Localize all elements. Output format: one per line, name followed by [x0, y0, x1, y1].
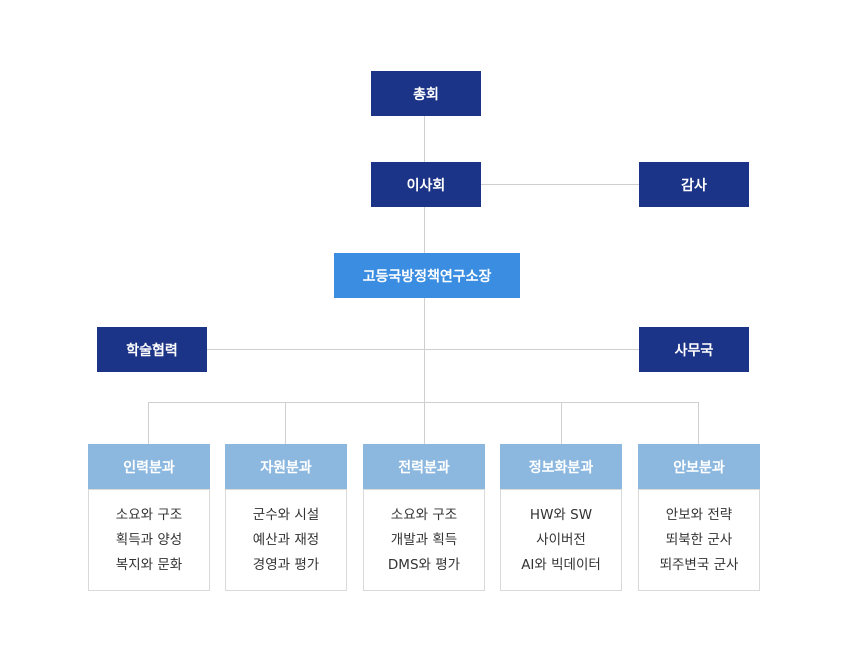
- division-item: 획득과 양성: [115, 531, 183, 548]
- board-box: 이사회: [371, 162, 481, 207]
- connector-board-president: [424, 207, 425, 253]
- division-item: 복지와 문화: [115, 556, 183, 573]
- academic-cooperation-label: 학술협력: [126, 342, 178, 359]
- division-item: 소요와 구조: [390, 506, 458, 523]
- division-name: 자원분과: [260, 459, 312, 476]
- division-body-forces: 소요와 구조 개발과 획득 DMS와 평가: [363, 489, 485, 591]
- division-item: 뙤북한 군사: [665, 531, 733, 548]
- president-label: 고등국방정책연구소장: [362, 268, 492, 285]
- division-body-resources: 군수와 시설 예산과 재정 경영과 평가: [225, 489, 347, 591]
- connector-division-4: [561, 402, 562, 444]
- connector-division-2: [285, 402, 286, 444]
- secretariat-box: 사무국: [639, 327, 749, 372]
- division-item: 예산과 재정: [252, 531, 320, 548]
- division-header-hr: 인력분과: [88, 444, 210, 489]
- auditor-label: 감사: [681, 177, 707, 194]
- secretariat-label: 사무국: [674, 342, 714, 359]
- division-body-hr: 소요와 구조 획득과 양성 복지와 문화: [88, 489, 210, 591]
- division-header-informatization: 정보화분과: [500, 444, 622, 489]
- division-item: 안보와 전략: [665, 506, 733, 523]
- division-header-forces: 전력분과: [363, 444, 485, 489]
- connector-board-auditor: [481, 184, 639, 185]
- connector-division-1: [148, 402, 149, 444]
- board-label: 이사회: [406, 177, 446, 194]
- division-name: 전력분과: [398, 459, 450, 476]
- division-item: 개발과 획득: [390, 531, 458, 548]
- division-name: 안보분과: [673, 459, 725, 476]
- division-item: 소요와 구조: [115, 506, 183, 523]
- division-header-resources: 자원분과: [225, 444, 347, 489]
- division-item: 군수와 시설: [252, 506, 320, 523]
- auditor-box: 감사: [639, 162, 749, 207]
- division-name: 정보화분과: [528, 459, 594, 476]
- division-item: 뙤주변국 군사: [659, 556, 739, 573]
- division-item: 경영과 평가: [252, 556, 320, 573]
- division-item: HW와 SW: [529, 506, 593, 523]
- president-box: 고등국방정책연구소장: [334, 253, 520, 298]
- academic-cooperation-box: 학술협력: [97, 327, 207, 372]
- general-assembly-box: 총회: [371, 71, 481, 116]
- general-assembly-label: 총회: [413, 86, 439, 103]
- connector-division-5: [698, 402, 699, 444]
- division-body-informatization: HW와 SW 사이버전 AI와 빅데이터: [500, 489, 622, 591]
- division-name: 인력분과: [123, 459, 175, 476]
- connector-staff-horizontal: [207, 349, 639, 350]
- division-header-security: 안보분과: [638, 444, 760, 489]
- connector-president-trunk: [424, 298, 425, 402]
- division-item: 사이버전: [536, 531, 586, 548]
- connector-assembly-board: [424, 116, 425, 162]
- connector-divisions-horizontal: [148, 402, 699, 403]
- division-item: DMS와 평가: [387, 556, 461, 573]
- division-item: AI와 빅데이터: [521, 556, 601, 573]
- connector-division-3: [424, 402, 425, 444]
- division-body-security: 안보와 전략 뙤북한 군사 뙤주변국 군사: [638, 489, 760, 591]
